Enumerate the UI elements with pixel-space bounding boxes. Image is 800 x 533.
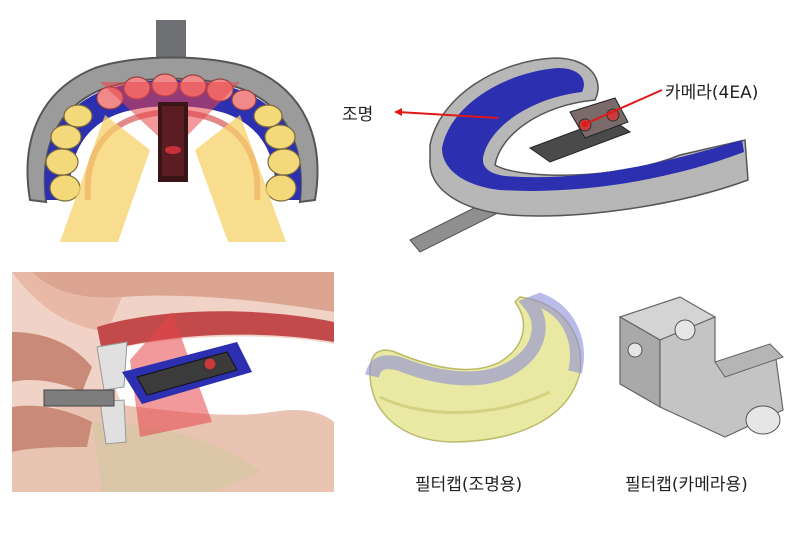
upper-lip xyxy=(12,332,92,392)
lower-tooth xyxy=(99,399,127,445)
light-cone-left xyxy=(60,115,150,242)
filter-cap-lighting-illustration xyxy=(360,292,590,457)
mouthguard-3d-view xyxy=(380,40,780,255)
caption-filter-cap-camera: 필터캡(카메라용) xyxy=(625,475,748,495)
palate xyxy=(97,311,334,352)
dental-arch-illustration xyxy=(0,20,340,260)
cap-hole-b xyxy=(627,342,643,358)
blue-channel xyxy=(442,68,744,191)
label-lighting: 조명 xyxy=(342,105,374,125)
caption-filter-cap-lighting: 필터캡(조명용) xyxy=(415,475,523,495)
cap-arm-top xyxy=(714,343,784,378)
mouth-cross-section xyxy=(12,272,334,492)
teeth-right xyxy=(253,104,301,202)
upper-tooth xyxy=(96,341,128,391)
cap-front xyxy=(659,316,784,438)
outer-frame xyxy=(26,56,319,204)
upper-face xyxy=(12,272,334,312)
blue-mouthguard xyxy=(44,80,301,200)
cap-end xyxy=(745,405,781,435)
filter-cap-camera-illustration xyxy=(605,292,790,462)
arrow-to-lighting xyxy=(397,111,499,119)
support-rod xyxy=(43,389,115,407)
label-camera: 카메라(4EA) xyxy=(665,83,759,103)
camera-lens xyxy=(165,146,181,154)
teeth-left xyxy=(45,104,93,202)
lower-lip xyxy=(12,405,92,452)
device-lens xyxy=(203,357,217,371)
arrow-to-camera xyxy=(584,89,663,125)
cap-hole-a xyxy=(674,319,696,341)
light-cone-right xyxy=(195,115,286,242)
